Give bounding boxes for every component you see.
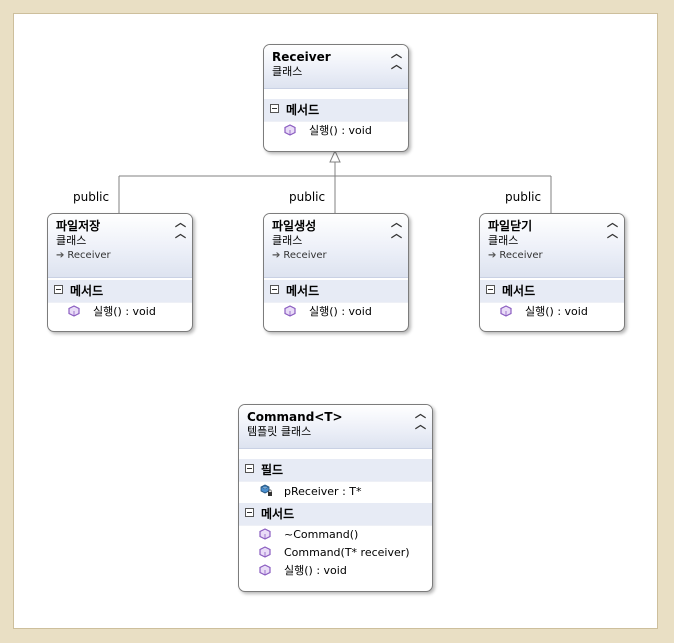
member-text: 실행() : void bbox=[93, 305, 156, 318]
member-row[interactable]: 실행() : void bbox=[264, 303, 408, 321]
member-row[interactable]: 실행() : void bbox=[239, 562, 432, 580]
class-kind: 클래스 bbox=[272, 65, 303, 78]
inheritance-label-1: public bbox=[73, 190, 110, 204]
section-methods[interactable]: 메서드 bbox=[264, 280, 408, 303]
member-text: 실행() : void bbox=[525, 305, 588, 318]
member-text: 실행() : void bbox=[284, 564, 347, 577]
member-text: 실행() : void bbox=[309, 124, 372, 137]
collapse-chevron-icon[interactable]: ︿︿ bbox=[175, 216, 186, 240]
collapse-minus-icon[interactable] bbox=[245, 464, 254, 473]
collapse-chevron-icon[interactable]: ︿︿ bbox=[607, 216, 618, 240]
base-class-name: Receiver bbox=[499, 250, 543, 261]
class-title: 파일저장 bbox=[56, 219, 101, 233]
class-kind: 클래스 bbox=[56, 234, 87, 247]
base-class-name: Receiver bbox=[283, 250, 327, 261]
method-icon bbox=[259, 564, 271, 576]
collapse-chevron-icon[interactable]: ︿︿ bbox=[391, 47, 402, 71]
class-box-file-close[interactable]: 파일닫기 클래스 ➔Receiver ︿︿ 메서드 실행() : void bbox=[479, 213, 625, 332]
collapse-chevron-icon[interactable]: ︿︿ bbox=[391, 216, 402, 240]
member-row[interactable]: 실행() : void bbox=[48, 303, 192, 321]
class-title: Command<T> bbox=[247, 410, 343, 424]
inheritance-arrowhead bbox=[329, 149, 341, 163]
class-kind: 템플릿 클래스 bbox=[247, 425, 312, 438]
class-box-command[interactable]: Command<T> 템플릿 클래스 ︿︿ 필드 pReceiver : T* … bbox=[238, 404, 433, 592]
member-text: pReceiver : T* bbox=[284, 485, 362, 498]
section-label: 메서드 bbox=[286, 284, 320, 298]
method-icon bbox=[68, 305, 80, 317]
section-methods[interactable]: 메서드 bbox=[480, 280, 624, 303]
class-header[interactable]: Command<T> 템플릿 클래스 ︿︿ bbox=[239, 405, 432, 449]
method-icon bbox=[284, 124, 296, 136]
diagram-canvas: public public public Receiver 클래스 ︿︿ 메서드… bbox=[13, 13, 658, 629]
class-box-receiver[interactable]: Receiver 클래스 ︿︿ 메서드 실행() : void bbox=[263, 44, 409, 152]
member-text: 실행() : void bbox=[309, 305, 372, 318]
class-header[interactable]: 파일생성 클래스 ➔Receiver ︿︿ bbox=[264, 214, 408, 278]
member-row[interactable]: 실행() : void bbox=[264, 122, 408, 140]
class-title: Receiver bbox=[272, 50, 331, 64]
inherits-arrow-icon: ➔ bbox=[488, 250, 497, 261]
inheritance-label-2: public bbox=[289, 190, 326, 204]
class-kind: 클래스 bbox=[488, 234, 519, 247]
collapse-minus-icon[interactable] bbox=[486, 285, 495, 294]
member-row[interactable]: pReceiver : T* bbox=[239, 482, 432, 502]
class-title: 파일닫기 bbox=[488, 219, 533, 233]
member-row[interactable]: 실행() : void bbox=[480, 303, 624, 321]
class-header[interactable]: Receiver 클래스 ︿︿ bbox=[264, 45, 408, 89]
base-class: ➔Receiver bbox=[56, 248, 184, 264]
inheritance-label-3: public bbox=[505, 190, 542, 204]
section-label: 필드 bbox=[261, 463, 284, 477]
collapse-minus-icon[interactable] bbox=[270, 285, 279, 294]
section-methods[interactable]: 메서드 bbox=[48, 280, 192, 303]
member-text: ~Command() bbox=[284, 528, 359, 541]
method-icon bbox=[500, 305, 512, 317]
method-icon bbox=[259, 528, 271, 540]
class-title: 파일생성 bbox=[272, 219, 317, 233]
class-header[interactable]: 파일닫기 클래스 ➔Receiver ︿︿ bbox=[480, 214, 624, 278]
base-class: ➔Receiver bbox=[272, 248, 400, 264]
member-row[interactable]: ~Command() bbox=[239, 526, 432, 544]
member-row[interactable]: Command(T* receiver) bbox=[239, 544, 432, 562]
base-class-name: Receiver bbox=[67, 250, 111, 261]
inheritance-connectors bbox=[118, 149, 552, 213]
section-label: 메서드 bbox=[286, 103, 320, 117]
section-label: 메서드 bbox=[70, 284, 104, 298]
section-label: 메서드 bbox=[261, 507, 295, 521]
inherits-arrow-icon: ➔ bbox=[56, 250, 65, 261]
collapse-minus-icon[interactable] bbox=[54, 285, 63, 294]
method-icon bbox=[259, 546, 271, 558]
class-kind: 클래스 bbox=[272, 234, 303, 247]
class-box-file-create[interactable]: 파일생성 클래스 ➔Receiver ︿︿ 메서드 실행() : void bbox=[263, 213, 409, 332]
method-icon bbox=[284, 305, 296, 317]
collapse-minus-icon[interactable] bbox=[245, 508, 254, 517]
section-label: 메서드 bbox=[502, 284, 536, 298]
section-methods[interactable]: 메서드 bbox=[264, 99, 408, 122]
member-text: Command(T* receiver) bbox=[284, 546, 410, 559]
class-box-file-save[interactable]: 파일저장 클래스 ➔Receiver ︿︿ 메서드 실행() : void bbox=[47, 213, 193, 332]
section-methods[interactable]: 메서드 bbox=[239, 503, 432, 526]
private-field-icon bbox=[260, 484, 272, 496]
class-header[interactable]: 파일저장 클래스 ➔Receiver ︿︿ bbox=[48, 214, 192, 278]
inherits-arrow-icon: ➔ bbox=[272, 250, 281, 261]
base-class: ➔Receiver bbox=[488, 248, 616, 264]
section-fields[interactable]: 필드 bbox=[239, 459, 432, 482]
collapse-chevron-icon[interactable]: ︿︿ bbox=[415, 407, 426, 431]
collapse-minus-icon[interactable] bbox=[270, 104, 279, 113]
